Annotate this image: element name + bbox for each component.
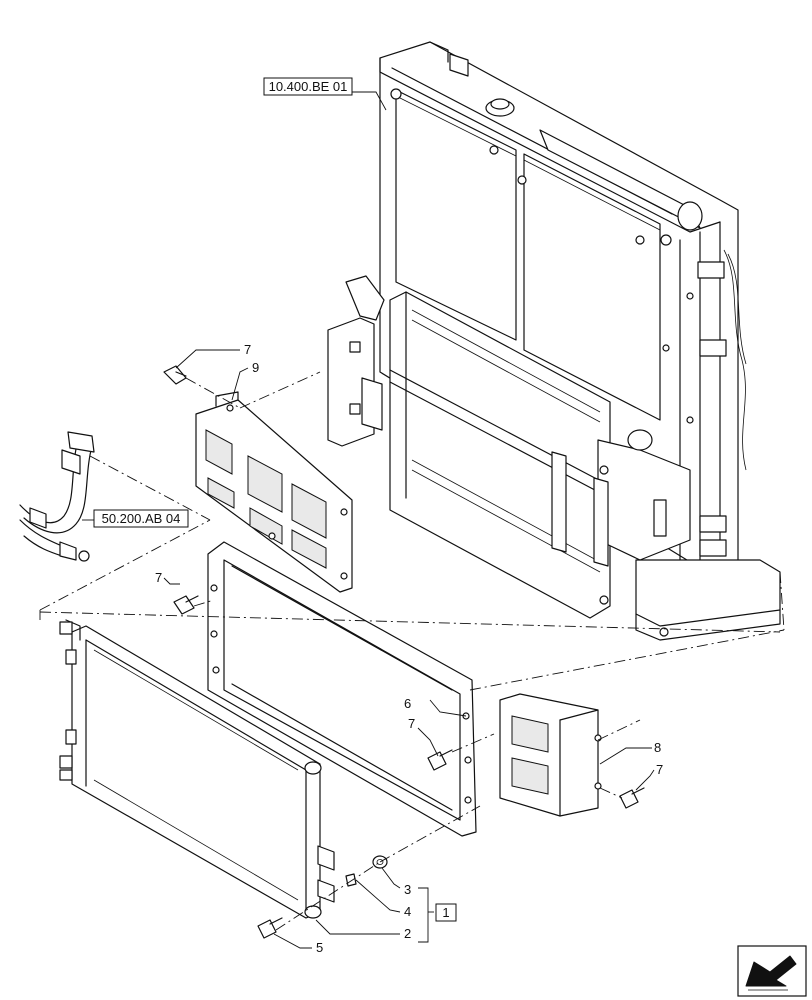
callout-3: 3 [404,882,411,897]
bracket-part-9 [195,391,353,593]
reference-radiator-label[interactable]: 10.400.BE 01 [269,79,348,94]
bolt-7-middle [427,749,453,771]
assembly-lines [39,371,785,931]
bolt-5 [257,917,283,939]
callout-6: 6 [404,696,411,711]
bolt-7-left [173,595,199,615]
next-page-arrow-icon[interactable] [737,945,807,997]
callout-9: 9 [252,360,259,375]
callout-5: 5 [316,940,323,955]
callout-8: 8 [654,740,661,755]
callout-4: 4 [404,904,411,919]
callout-7-left: 7 [155,570,162,585]
hardware [163,365,645,939]
callout-2: 2 [404,926,411,941]
condenser-part-2 [59,619,335,919]
reference-hose-label[interactable]: 50.200.AB 04 [102,511,181,526]
frame-part-6 [207,541,477,837]
callout-numbers: 7 9 7 6 7 8 7 3 4 2 5 [155,342,663,955]
callout-1-box: 1 [435,903,457,922]
hose-assembly [19,431,95,562]
bolt-7-right [619,787,645,809]
callout-7-right: 7 [656,762,663,777]
reference-hose[interactable]: 50.200.AB 04 [93,509,189,528]
callout-7-top: 7 [244,342,251,357]
pin-4 [345,873,357,887]
radiator-assembly [327,41,781,641]
leader-lines [82,91,655,949]
callout-1: 1 [442,905,449,920]
reference-radiator[interactable]: 10.400.BE 01 [263,77,353,96]
callout-7-middle: 7 [408,716,415,731]
bracket-part-8 [499,693,602,817]
bolt-7-top [163,365,187,385]
